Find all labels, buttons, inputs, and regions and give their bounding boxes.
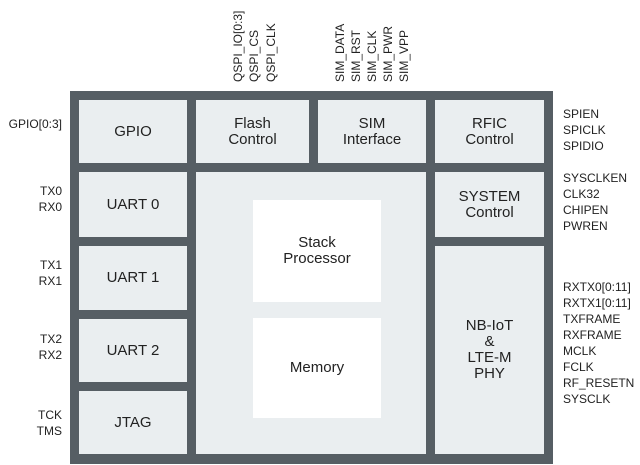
sim-interface-block: SIM Interface (318, 100, 426, 163)
signal-label: TX0 (39, 184, 62, 198)
rfic-label-line2: Control (465, 130, 514, 148)
signal-label: RXFRAME (563, 328, 622, 342)
qspi-clk-signal: QSPI_CLK (264, 23, 278, 82)
signal-label: SPIDIO (563, 139, 604, 153)
phy-label-line3: LTE-M (467, 349, 512, 366)
uart1-block: UART 1 (79, 246, 187, 310)
phy-label-line4: PHY (474, 365, 505, 382)
uart2-block: UART 2 (79, 319, 187, 382)
signal-label: TX2 (39, 332, 62, 346)
uart0-signal-list: TX0 RX0 (0, 183, 62, 215)
stack-label-line1: Stack (298, 234, 336, 251)
uart0-label: UART 0 (106, 195, 160, 213)
jtag-block: JTAG (79, 391, 187, 454)
sim-label-line1: SIM (358, 114, 386, 132)
signal-label: SYSCLK (563, 392, 611, 406)
phy-label-line2: & (484, 333, 495, 350)
signal-label: CHIPEN (563, 203, 609, 217)
uart2-signal-list: TX2 RX2 (0, 331, 62, 363)
gpio-label: GPIO (114, 122, 152, 140)
uart2-label: UART 2 (106, 341, 160, 359)
flash-label-line1: Flash (234, 114, 271, 132)
system-signal-list: SYSCLKEN CLK32 CHIPEN PWREN (563, 170, 627, 234)
signal-label: SPIEN (563, 107, 600, 121)
stack-processor-block: Stack Processor (253, 200, 381, 302)
qspi-cs-signal: QSPI_CS (247, 29, 261, 82)
signal-label: FCLK (563, 360, 594, 374)
signal-label: SYSCLKEN (563, 171, 628, 185)
signal-label: GPIO[0:3] (8, 117, 62, 131)
system-label-line2: Control (465, 203, 514, 221)
uart1-signal-list: TX1 RX1 (0, 257, 62, 289)
memory-label: Memory (289, 359, 345, 376)
signal-label: RX2 (38, 348, 62, 362)
sim-label-line2: Interface (342, 130, 402, 148)
gpio-signal-list: GPIO[0:3] (0, 116, 62, 132)
rfic-label-line1: RFIC (471, 114, 507, 132)
signal-label: TXFRAME (563, 312, 621, 326)
uart1-label: UART 1 (106, 269, 160, 286)
signal-label: RXTX0[0:11] (563, 280, 631, 294)
signal-label: RX1 (38, 274, 62, 288)
signal-label: SPICLK (563, 123, 606, 137)
signal-label: RXTX1[0:11] (563, 296, 631, 310)
sim-pwr-signal: SIM_PWR (381, 25, 395, 82)
uart0-block: UART 0 (79, 172, 187, 237)
signal-label: TX1 (39, 258, 62, 272)
rfic-signal-list: SPIEN SPICLK SPIDIO (563, 106, 606, 154)
signal-label: TCK (38, 408, 62, 422)
phy-signal-list: RXTX0[0:11] RXTX1[0:11] TXFRAME RXFRAME … (563, 279, 634, 407)
memory-block: Memory (253, 318, 381, 418)
jtag-label: JTAG (114, 413, 152, 431)
rfic-control-block: RFIC Control (435, 100, 544, 163)
sim-data-signal: SIM_DATA (333, 23, 347, 82)
system-label-line1: SYSTEM (458, 187, 521, 205)
qspi-io-signal: QSPI_IO[0:3] (231, 10, 245, 82)
sim-vpp-signal: SIM_VPP (397, 29, 411, 82)
system-control-block: SYSTEM Control (435, 172, 544, 237)
flash-label-line2: Control (228, 130, 277, 148)
signal-label: MCLK (563, 344, 597, 358)
sim-rst-signal: SIM_RST (349, 29, 363, 82)
signal-label: CLK32 (563, 187, 600, 201)
signal-label: TMS (36, 424, 62, 438)
signal-label: PWREN (563, 219, 608, 233)
sim-clk-signal: SIM_CLK (365, 30, 379, 82)
flash-control-block: Flash Control (196, 100, 309, 163)
jtag-signal-list: TCK TMS (0, 407, 62, 439)
gpio-block: GPIO (79, 100, 187, 163)
phy-label-line1: NB-IoT (465, 317, 514, 334)
signal-label: RX0 (38, 200, 62, 214)
signal-label: RF_RESETN (563, 376, 635, 390)
stack-label-line2: Processor (283, 250, 351, 267)
phy-block: NB-IoT & LTE-M PHY (435, 246, 544, 454)
